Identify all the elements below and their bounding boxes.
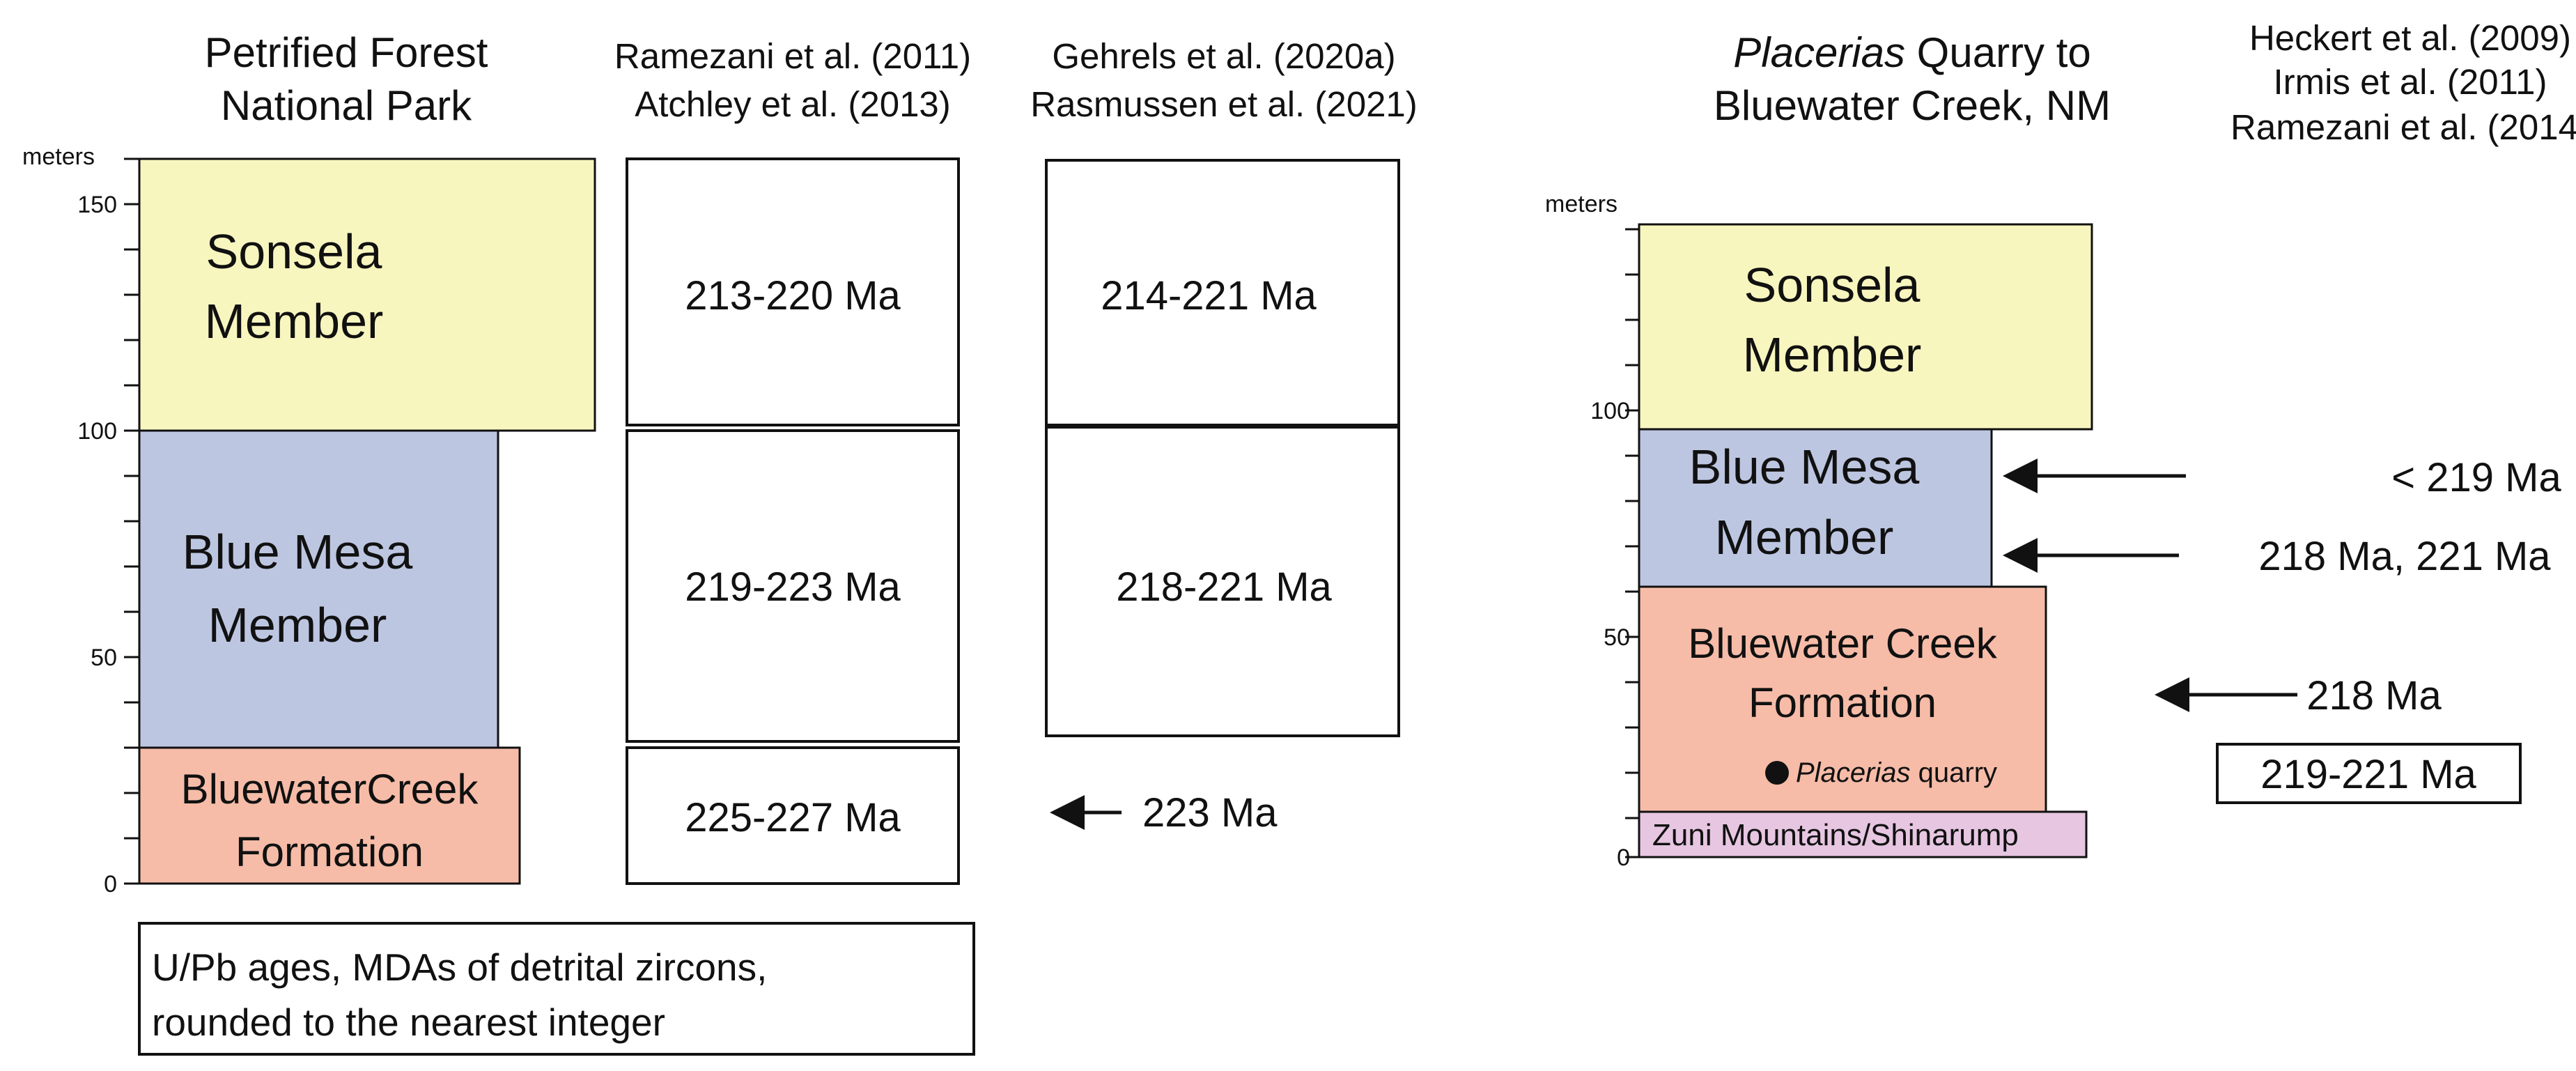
pfnp-blue-mesa-unit: [138, 429, 499, 749]
placerias-boxed-age-box: [2216, 743, 2522, 804]
placerias-boxed-age: 219-221 Ma: [2260, 752, 2476, 797]
placerias-blue-mesa-label-line2: Member: [1715, 510, 1894, 564]
placerias-zuni-unit: [1638, 810, 2088, 858]
pfnp-sonsela-label-line1: Sonsela: [206, 224, 382, 279]
col2-age-bluewater: 225-227 Ma: [685, 795, 901, 840]
col2-age-box-blue-mesa: [626, 429, 960, 743]
placerias-tick-100: 100: [1590, 398, 1630, 424]
placerias-zuni-label: Zuni Mountains/Shinarump: [1652, 818, 2019, 852]
pfnp-blue-mesa-label-line2: Member: [208, 598, 387, 652]
placerias-title-rest: Quarry to: [1905, 29, 2091, 76]
method-note-box: [138, 922, 975, 1056]
pfnp-tick-100: 100: [77, 418, 117, 445]
placerias-age-1: < 219 Ma: [2391, 455, 2561, 500]
method-note: U/Pb ages, MDAs of detrital zircons, rou…: [138, 922, 975, 1056]
pfnp-blue-mesa-label-line1: Blue Mesa: [183, 525, 413, 579]
placerias-title-italic: Placerias: [1733, 29, 1905, 76]
col3-reference-line2: Rasmussen et al. (2021): [1030, 84, 1418, 124]
pfnp-sonsela-unit: [138, 157, 596, 432]
pfnp-tick-50: 50: [91, 645, 117, 671]
col3-age-blue-mesa: 218-221 Ma: [1116, 564, 1332, 610]
pfnp-axis: meters 150 100: [22, 144, 141, 897]
col3-age-box-sonsela: [1045, 159, 1400, 426]
pfnp-axis-unit: meters: [22, 144, 95, 170]
col3-arrow-age: 223 Ma: [1142, 790, 1278, 835]
pfnp-title-line2: National Park: [221, 82, 472, 129]
pfnp-bluewater-label-line2: Formation: [235, 829, 424, 875]
placerias-bluewater-unit: [1638, 585, 2047, 813]
col3-age-box-blue-mesa: [1045, 426, 1400, 737]
placerias-title-line2: Bluewater Creek, NM: [1714, 82, 2111, 129]
placerias-quarry-marker: [1765, 761, 1789, 785]
pfnp-section: Petrified Forest National Park meters: [22, 29, 596, 897]
col3-age-sonsela: 214-221 Ma: [1101, 273, 1317, 318]
col2-age-sonsela: 213-220 Ma: [685, 273, 901, 318]
placerias-sonsela-label-line2: Member: [1743, 328, 1922, 382]
placerias-bluewater-label-line1: Bluewater Creek: [1688, 620, 1998, 667]
placerias-tick-0: 0: [1617, 845, 1630, 871]
placerias-quarry-italic: Placerias: [1796, 757, 1911, 788]
placerias-quarry-label: Placerias quarry: [1796, 757, 1997, 788]
method-note-line1: U/Pb ages, MDAs of detrital zircons,: [152, 946, 767, 989]
placerias-sonsela-label-line1: Sonsela: [1744, 258, 1921, 312]
placerias-blue-mesa-unit: [1638, 428, 1993, 588]
placerias-blue-mesa-label-line1: Blue Mesa: [1689, 440, 1920, 494]
placerias-section: Placerias Quarry to Bluewater Creek, NM …: [1545, 18, 2576, 871]
col2-reference-line2: Atchley et al. (2013): [635, 84, 951, 124]
placerias-reference-2: Irmis et al. (2011): [2273, 62, 2547, 102]
ramezani-atchley-column: Ramezani et al. (2011) Atchley et al. (2…: [614, 36, 971, 885]
placerias-age-2: 218 Ma, 221 Ma: [2258, 534, 2551, 579]
pfnp-bluewater-label-line1: BluewaterCreek: [181, 766, 479, 812]
placerias-axis-unit: meters: [1545, 191, 1617, 217]
placerias-sonsela-unit: [1638, 223, 2093, 431]
pfnp-tick-0: 0: [104, 871, 117, 897]
col3-reference-line1: Gehrels et al. (2020a): [1052, 36, 1395, 76]
placerias-tick-50: 50: [1604, 624, 1630, 651]
col2-reference-line1: Ramezani et al. (2011): [614, 36, 971, 76]
placerias-minor-ticks: [1625, 228, 1639, 858]
col2-age-box-bluewater: [626, 746, 960, 885]
placerias-axis: meters 100 50 0: [1545, 191, 1640, 871]
placerias-bluewater-label-line2: Formation: [1748, 679, 1937, 726]
pfnp-sonsela-label-line2: Member: [205, 294, 384, 348]
pfnp-minor-ticks: [124, 157, 139, 885]
placerias-quarry-rest: quarry: [1911, 757, 1998, 788]
placerias-reference-1: Heckert et al. (2009): [2249, 18, 2571, 58]
pfnp-tick-150: 150: [77, 192, 117, 218]
placerias-age-3: 218 Ma: [2306, 673, 2442, 718]
placerias-title-line1: Placerias Quarry to: [1733, 29, 2091, 76]
pfnp-title-line1: Petrified Forest: [205, 29, 488, 76]
pfnp-bluewater-unit: [138, 746, 521, 885]
placerias-reference-3: Ramezani et al. (2014): [2230, 107, 2576, 147]
method-note-line2: rounded to the nearest integer: [152, 1001, 665, 1044]
gehrels-rasmussen-column: Gehrels et al. (2020a) Rasmussen et al. …: [1030, 36, 1418, 835]
col2-age-blue-mesa: 219-223 Ma: [685, 564, 901, 610]
col2-age-box-sonsela: [626, 157, 960, 426]
